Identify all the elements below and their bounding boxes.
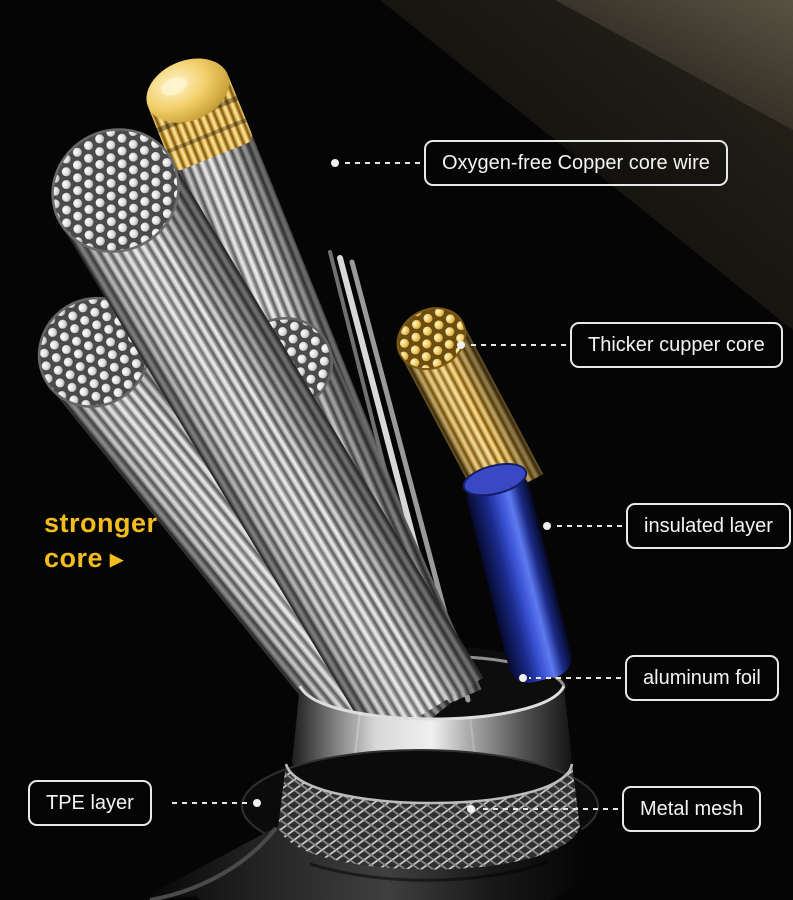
annotation-line2: core▶ (44, 543, 124, 574)
callout-tpe-layer: TPE layer (28, 780, 152, 826)
callout-label: Thicker cupper core (588, 334, 765, 356)
copper-bundle-top-left (51, 128, 484, 744)
callout-copper-core-wire: Oxygen-free Copper core wire (424, 140, 728, 186)
tpe-jacket (140, 826, 593, 900)
callout-label: insulated layer (644, 515, 773, 537)
callout-label: aluminum foil (643, 667, 761, 689)
blue-insulated-wire (462, 463, 572, 684)
callout-connectors (172, 162, 622, 810)
callout-label: Metal mesh (640, 798, 744, 820)
gold-tip (146, 58, 230, 123)
callout-label: TPE layer (46, 792, 134, 814)
callout-insulated-layer: insulated layer (626, 503, 791, 549)
callout-metal-mesh: Metal mesh (622, 786, 762, 832)
light-beam (380, 0, 793, 330)
connector-dots (253, 159, 551, 813)
light-beam-bright (555, 0, 793, 130)
callout-aluminum-foil: aluminum foil (625, 655, 779, 701)
metal-mesh-layer (278, 763, 580, 870)
callout-thicker-cupper-core: Thicker cupper core (570, 322, 783, 368)
callout-label: Oxygen-free Copper core wire (442, 152, 710, 174)
stronger-core-annotation: stronger core▶ (44, 506, 158, 576)
annotation-line1: stronger (44, 508, 158, 538)
arrow-right-icon: ▶ (110, 550, 124, 570)
thicker-copper-core (396, 307, 544, 507)
